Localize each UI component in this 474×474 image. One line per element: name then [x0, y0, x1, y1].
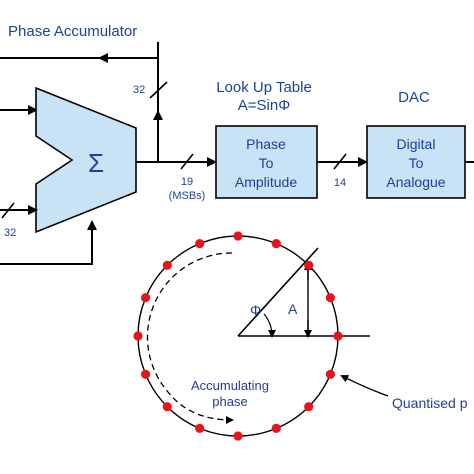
quantised-points — [133, 231, 343, 441]
phi-label: Φ — [250, 302, 261, 318]
clock-wire — [0, 220, 97, 265]
adder-block — [35, 86, 137, 234]
bus-width-14: 14 — [334, 177, 346, 189]
quantised-point — [162, 402, 172, 412]
dac-title: DAC — [398, 89, 430, 106]
quantised-phase-label: Quantised p — [392, 395, 468, 411]
pta-line-3: Amplitude — [235, 174, 297, 190]
digital-to-analogue-block — [366, 125, 466, 199]
bus-width-feedback: 32 — [133, 84, 145, 96]
pta-line-1: Phase — [246, 136, 286, 152]
dta-line-3: Analogue — [386, 174, 445, 190]
bus-slash-19 — [180, 153, 194, 170]
quantised-point — [141, 369, 151, 379]
bus-width-input: 32 — [4, 227, 16, 239]
pta-line-2: To — [259, 155, 274, 171]
quantised-point — [333, 331, 343, 341]
lut-title: Look Up Table — [216, 79, 312, 96]
quantised-point — [304, 402, 314, 412]
bus-width-19: 19 — [181, 176, 193, 188]
accumulating-arc — [146, 252, 234, 424]
bus-slash-input — [1, 202, 15, 219]
phase-accumulator-label: Phase Accumulator — [8, 23, 137, 40]
quantised-point — [304, 260, 314, 270]
dta-line-2: To — [409, 155, 424, 171]
quantised-point — [195, 423, 205, 433]
phase-vector — [237, 247, 319, 337]
accumulating-label-1: Accumulating — [191, 378, 269, 393]
quantised-point — [325, 369, 335, 379]
quantised-point — [195, 239, 205, 249]
quantised-point — [271, 239, 281, 249]
quantised-pointer — [340, 375, 389, 397]
angle-arc — [263, 313, 277, 338]
lut-formula: A=SinΦ — [238, 97, 290, 114]
quantised-point — [133, 331, 143, 341]
quantised-point — [233, 431, 243, 441]
quantised-point — [141, 293, 151, 303]
quantised-point — [233, 231, 243, 241]
dta-line-1: Digital — [397, 136, 436, 152]
quantised-point — [271, 423, 281, 433]
phase-wheel: Φ A Accumulating phase — [133, 231, 370, 441]
accumulating-label-2: phase — [212, 394, 247, 409]
sigma-symbol: Σ — [88, 148, 104, 178]
quantised-point — [325, 293, 335, 303]
bus-slash-14 — [333, 153, 347, 170]
msbs-label: (MSBs) — [169, 190, 206, 202]
bus-slash-feedback — [149, 81, 168, 99]
feedback-top-wire — [0, 42, 159, 59]
amplitude-label: A — [288, 301, 298, 317]
quantised-point — [162, 260, 172, 270]
